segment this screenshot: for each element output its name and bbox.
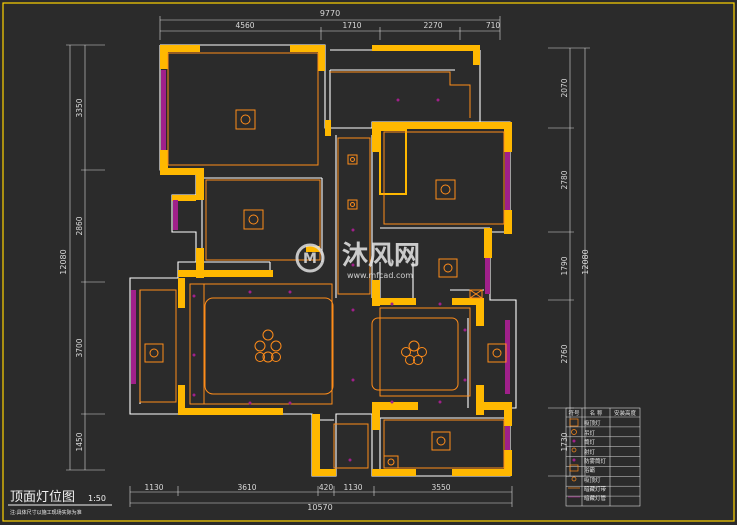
dim-right-2: 2780 xyxy=(560,170,569,189)
small-lamp-icon xyxy=(347,154,358,210)
dim-top-2: 1710 xyxy=(342,21,361,30)
ceiling-lamp-icon xyxy=(243,209,264,230)
legend-row: 射灯 xyxy=(584,448,596,456)
dim-left-1: 3350 xyxy=(75,98,84,117)
drawing-note: 注:具体尺寸以施工现场实际为准 xyxy=(10,509,82,516)
dim-left-3: 3700 xyxy=(75,338,84,357)
ceiling-lamp-icon xyxy=(487,343,507,363)
legend-header-name: 名 称 xyxy=(590,409,603,417)
legend-header-height: 安装高度 xyxy=(614,409,637,417)
legend-row: 浴霸 xyxy=(584,466,596,474)
dim-left-total: 12080 xyxy=(59,249,68,274)
dim-top-3: 2270 xyxy=(423,21,442,30)
mf-logo-icon: M xyxy=(295,243,325,273)
top-dimensions xyxy=(159,16,501,40)
watermark-brand: 沐风网 xyxy=(342,241,420,271)
bath-heater-icon xyxy=(383,455,399,469)
legend-row: 暗藏灯管 xyxy=(584,494,607,502)
windows xyxy=(131,70,510,450)
bottom-dimensions xyxy=(129,486,513,507)
legend-row: 防雾筒灯 xyxy=(584,457,607,465)
ceiling-lamp-icon xyxy=(144,343,164,363)
dim-top-4: 710 xyxy=(486,21,501,30)
legend-row: 暗藏灯带 xyxy=(584,485,607,493)
dim-bottom-2: 3610 xyxy=(237,483,256,492)
dim-top-total: 9770 xyxy=(320,9,340,18)
drawing-title: 顶面灯位图 xyxy=(10,490,75,505)
chandelier-icon xyxy=(254,329,282,363)
dim-left-4: 1450 xyxy=(75,432,84,451)
dim-bottom-total: 10570 xyxy=(307,503,332,512)
right-dimensions xyxy=(548,47,590,477)
dim-bottom-5: 3550 xyxy=(431,483,450,492)
dim-bottom-1: 1130 xyxy=(144,483,163,492)
ceiling-outlines xyxy=(139,52,505,469)
chandelier-icon xyxy=(401,340,427,365)
drawing-scale: 1:50 xyxy=(88,494,106,503)
ceiling-lamp-icon xyxy=(431,431,451,451)
vent-icon xyxy=(469,289,483,299)
dim-bottom-4: 1130 xyxy=(343,483,362,492)
legend-header-symbol: 符号 xyxy=(568,409,580,417)
wall-fills xyxy=(160,45,512,476)
svg-text:M: M xyxy=(303,251,317,267)
dim-right-4: 2760 xyxy=(560,344,569,363)
watermark: M 沐风网 www.mfcad.com xyxy=(295,241,420,280)
watermark-url: www.mfcad.com xyxy=(347,271,413,280)
legend-row: 吊灯 xyxy=(584,429,596,437)
dim-top-1: 4560 xyxy=(235,21,254,30)
dim-right-1: 2070 xyxy=(560,78,569,97)
ceiling-lamp-icon xyxy=(435,179,456,200)
dim-bottom-3: 420 xyxy=(319,483,334,492)
legend-row: 吸顶灯 xyxy=(584,419,601,427)
legend-row: 吸顶灯 xyxy=(584,476,601,484)
dim-right-5: 1730 xyxy=(560,432,569,451)
legend-table: 符号 名 称 安装高度 吸顶灯 吊灯 筒灯 射灯 防雾筒灯 浴霸 吸顶灯 暗藏灯… xyxy=(565,407,641,507)
ceiling-lamp-icon xyxy=(235,109,256,130)
ceiling-light-fixtures xyxy=(144,109,507,469)
left-dimensions xyxy=(66,44,105,471)
dim-right-total: 12080 xyxy=(581,249,590,274)
dim-left-2: 2860 xyxy=(75,216,84,235)
downlight-dots xyxy=(192,98,467,462)
legend-row: 筒灯 xyxy=(584,438,596,446)
ceiling-lamp-icon xyxy=(438,258,458,278)
dim-right-3: 1790 xyxy=(560,256,569,275)
